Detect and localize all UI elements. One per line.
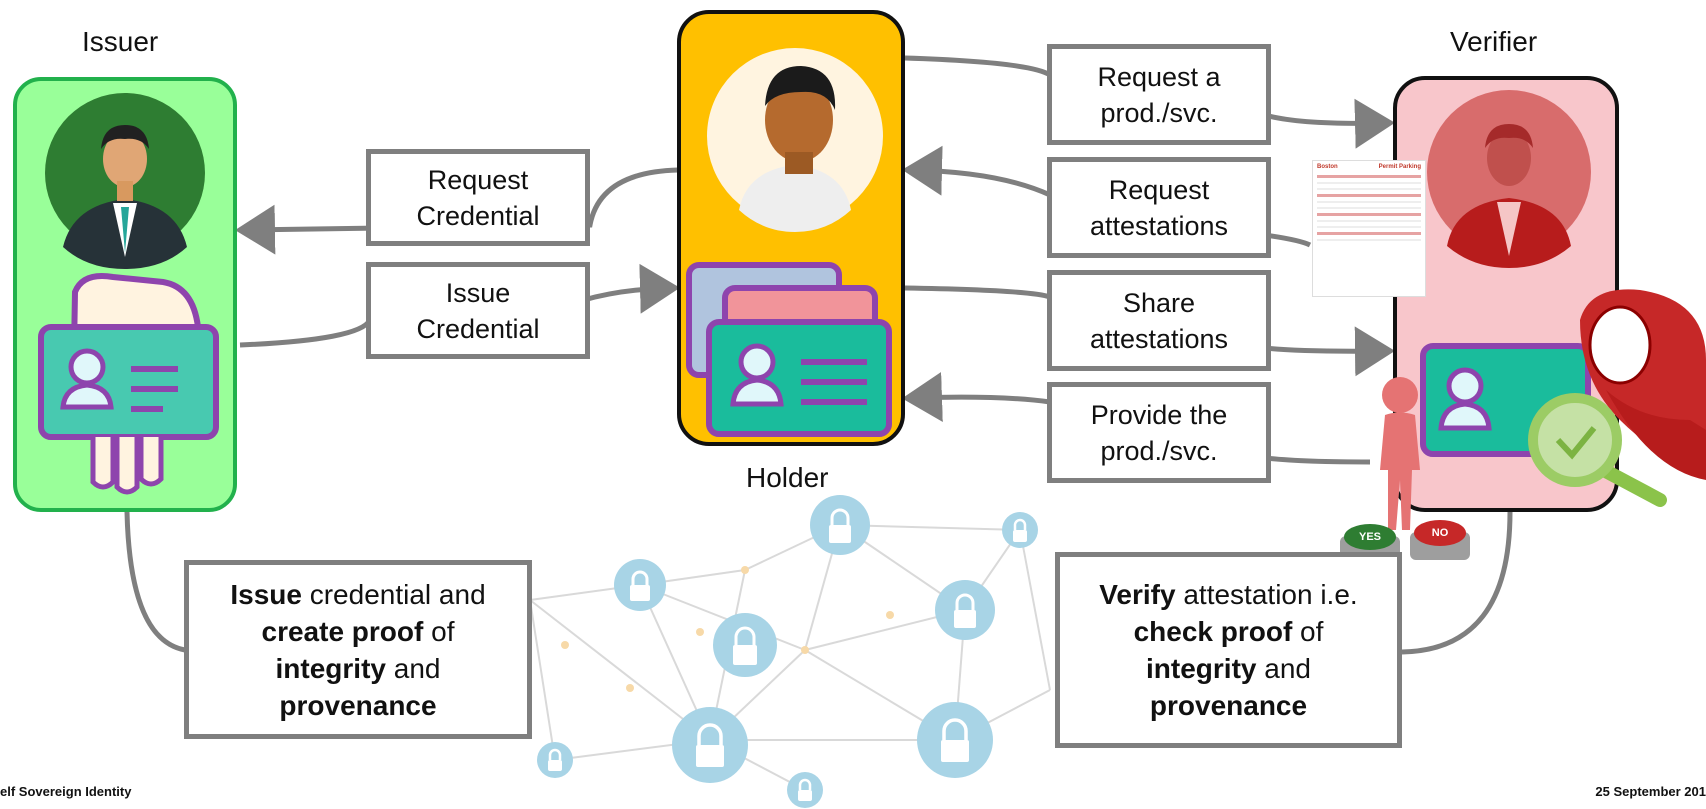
verifier-id-card-icon (1420, 343, 1591, 457)
request-credential-line1: Request (427, 164, 529, 195)
footer-right: 25 September 201 (1595, 784, 1706, 799)
issue-credential-line1: Issue (445, 277, 511, 308)
issuer-panel (13, 77, 237, 512)
footer-left: elf Sovereign Identity (0, 784, 132, 799)
issuer-note-line1-rest: credential and (301, 578, 486, 610)
request-product-line2: prod./svc. (1100, 97, 1218, 128)
issuer-note-line3-rest: and (385, 652, 441, 684)
issuer-note-provenance: provenance (279, 689, 437, 721)
verifier-title: Verifier (1450, 26, 1538, 57)
permit-document-icon: Boston Permit Parking (1312, 160, 1426, 297)
arrow-request-attestations-src (1264, 232, 1312, 248)
lock-node-icon (787, 772, 823, 808)
request-attestations-box: Request attestations (1047, 157, 1271, 258)
document-title: Permit Parking (1378, 164, 1421, 170)
lock-node-icon (672, 707, 748, 783)
share-attestations-line1: Share (1122, 287, 1196, 318)
verifier-note-integrity: integrity (1146, 653, 1257, 684)
yes-label: YES (1344, 524, 1396, 550)
document-brand: Boston (1317, 164, 1338, 170)
issuer-note-line2-rest: of (423, 615, 455, 647)
network-lock-nodes (537, 495, 1038, 808)
arrow-request-product (904, 55, 1385, 123)
arrow-share-attestations (904, 285, 1385, 351)
request-attestations-line2: attestations (1089, 210, 1229, 241)
request-product-line1: Request a (1097, 61, 1221, 92)
verifier-note-provenance: provenance (1149, 690, 1308, 721)
provide-product-box: Provide the prod./svc. (1047, 382, 1271, 483)
arrow-request-attestations (902, 145, 1052, 198)
share-attestations-box: Share attestations (1047, 270, 1271, 371)
card-in-hand-icon (38, 273, 219, 495)
verifier-note-line2-rest: of (1292, 616, 1324, 647)
lock-node-icon (614, 559, 666, 611)
lock-node-icon (935, 580, 995, 640)
connectors (124, 55, 1513, 655)
arrow-provide-product-src (1264, 455, 1371, 465)
issuer-note: Issue credential and create proof of int… (184, 560, 532, 739)
holder-title: Holder (746, 462, 829, 493)
issuer-title: Issuer (82, 26, 159, 57)
verifier-note-verify: Verify (1099, 579, 1176, 610)
verifier-note-connector (1401, 511, 1513, 655)
arrow-provide-product (902, 371, 1051, 422)
id-cards-stack-icon (686, 262, 892, 437)
holder-panel (677, 10, 905, 446)
verifier-note-line3-rest: and (1256, 653, 1311, 684)
lock-node-icon (810, 495, 870, 555)
issuer-note-issue: Issue (230, 578, 302, 610)
no-label: NO (1414, 520, 1466, 546)
issuer-avatar-icon (38, 93, 219, 495)
verifier-note: Verify attestation i.e. check proof of i… (1055, 552, 1402, 748)
issue-credential-box: Issue Credential (366, 262, 590, 359)
verifier-avatar-icon (1420, 90, 1591, 457)
no-button-icon: NO (1410, 518, 1470, 564)
request-credential-box: Request Credential (366, 149, 590, 246)
provide-product-line1: Provide the (1090, 399, 1228, 430)
arrow-request-credential (235, 167, 679, 255)
issue-credential-line2: Credential (416, 313, 540, 344)
verifier-note-check-proof: check proof (1133, 616, 1293, 647)
share-attestations-line2: attestations (1089, 323, 1229, 354)
lock-node-icon (713, 613, 777, 677)
verifier-note-line1-rest: attestation i.e. (1175, 579, 1358, 610)
request-product-box: Request a prod./svc. (1047, 44, 1271, 145)
provide-product-line2: prod./svc. (1100, 435, 1218, 466)
lock-node-icon (537, 742, 573, 778)
verifier-panel (1393, 76, 1619, 512)
holder-avatar-icon (686, 48, 892, 437)
lock-node-icon (917, 702, 993, 778)
lock-node-icon (1002, 512, 1038, 548)
issuer-note-connector (124, 511, 186, 653)
request-credential-line2: Credential (416, 200, 540, 231)
issuer-note-integrity: integrity (275, 652, 386, 684)
issuer-note-create-proof: create proof (261, 615, 424, 647)
request-attestations-line1: Request (1108, 174, 1210, 205)
